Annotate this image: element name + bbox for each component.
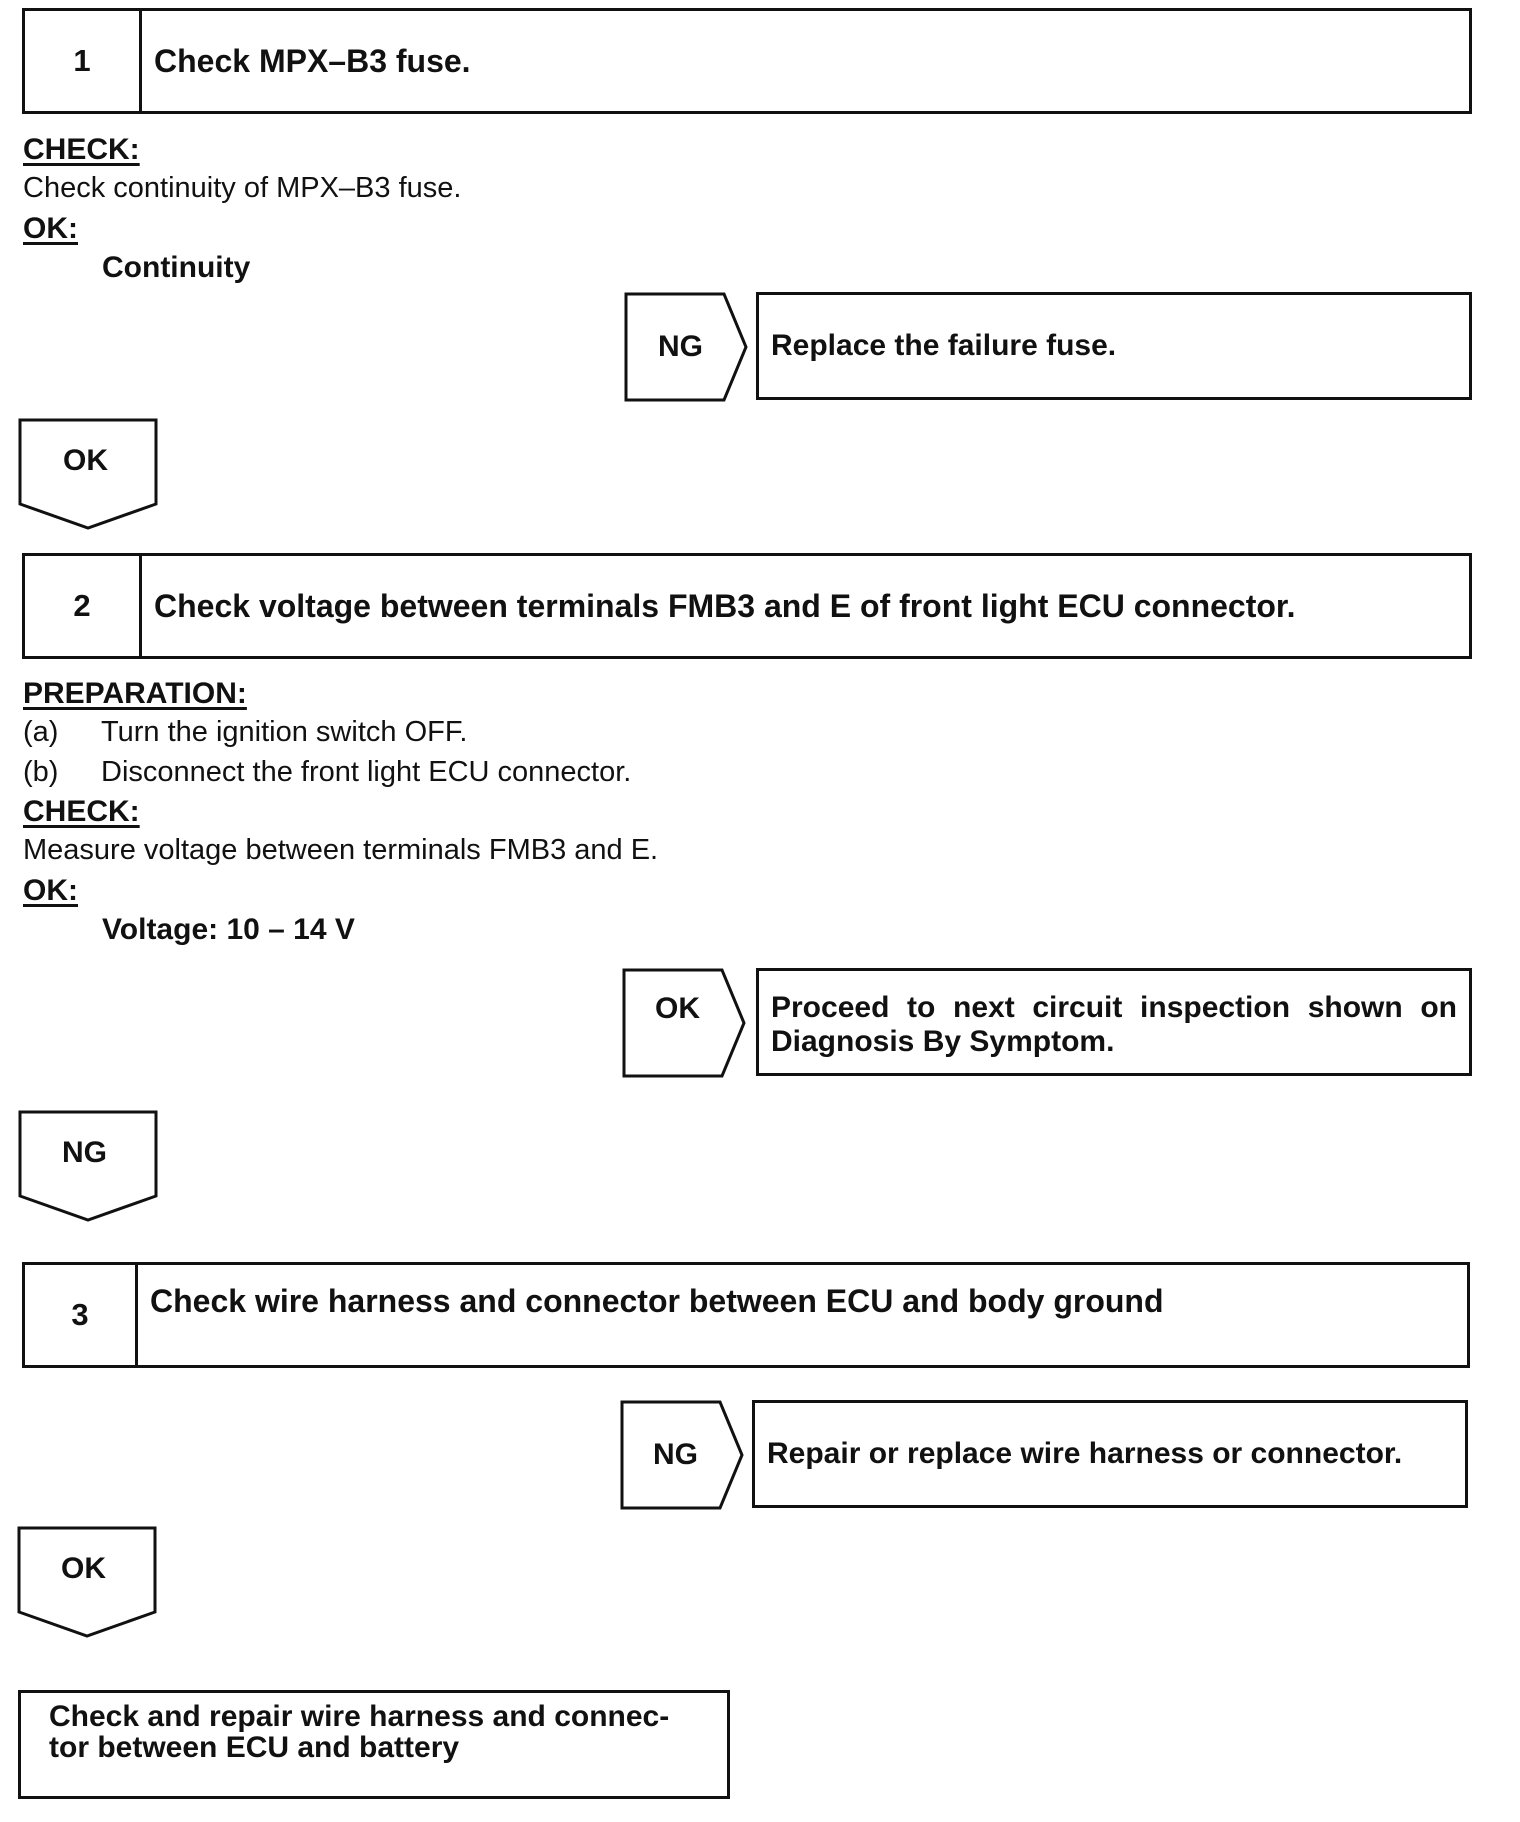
step-2-title: Check voltage between terminals FMB3 and… xyxy=(154,587,1296,624)
step-1-ng-result-box: Replace the failure fuse. xyxy=(756,292,1472,400)
step-2-prep-item-b-text: Disconnect the front light ECU connector… xyxy=(101,756,632,788)
step-3-box: 3 Check wire harness and connector betwe… xyxy=(22,1262,1470,1368)
step-2-prep-item-a-letter: (a) xyxy=(23,716,59,748)
step-1-ng-result-text: Replace the failure fuse. xyxy=(771,329,1117,362)
step-2-ok-tag-label: OK xyxy=(655,992,700,1025)
step-2-ng-down-tag xyxy=(18,1110,158,1222)
step-2-prep-item-b-letter: (b) xyxy=(23,756,59,788)
step-2-ok-result-line2: Diagnosis By Symptom. xyxy=(771,1025,1115,1058)
final-action-line2: tor between ECU and battery xyxy=(49,1731,460,1764)
step-2-ok-arrow-tag xyxy=(622,968,746,1078)
step-2-prep-label: PREPARATION: xyxy=(23,677,247,710)
step-1-title: Check MPX–B3 fuse. xyxy=(154,42,471,79)
step-2-check-label: CHECK: xyxy=(23,795,140,828)
step-1-number: 1 xyxy=(25,11,142,111)
step-1-ok-label: OK: xyxy=(23,212,78,245)
step-2-ok-result-line1: Proceed to next circuit inspection shown… xyxy=(771,991,1457,1024)
step-1-check-label: CHECK: xyxy=(23,133,140,166)
step-1-ok-spec: Continuity xyxy=(102,251,251,284)
step-2-ok-spec: Voltage: 10 – 14 V xyxy=(102,913,355,946)
step-3-ng-arrow-tag xyxy=(620,1400,744,1510)
step-2-number: 2 xyxy=(25,556,142,656)
step-3-ok-down-label: OK xyxy=(61,1552,106,1585)
final-action-line1: Check and repair wire harness and connec… xyxy=(49,1700,670,1733)
step-2-check-text: Measure voltage between terminals FMB3 a… xyxy=(23,834,659,866)
step-2-ng-down-label: NG xyxy=(62,1136,107,1169)
step-2-box: 2 Check voltage between terminals FMB3 a… xyxy=(22,553,1472,659)
step-1-ok-down-tag xyxy=(18,418,158,530)
step-1-box: 1 Check MPX–B3 fuse. xyxy=(22,8,1472,114)
step-1-ng-arrow-tag xyxy=(624,292,748,402)
step-3-ng-result-text: Repair or replace wire harness or connec… xyxy=(767,1437,1403,1470)
step-3-ok-down-tag xyxy=(17,1526,157,1638)
final-action-box: Check and repair wire harness and connec… xyxy=(18,1690,730,1799)
step-1-ng-tag-label: NG xyxy=(658,330,703,363)
step-2-prep-item-b: (b) Disconnect the front light ECU connec… xyxy=(23,756,631,789)
step-3-title: Check wire harness and connector between… xyxy=(150,1283,1164,1319)
step-3-ng-result-box: Repair or replace wire harness or connec… xyxy=(752,1400,1468,1508)
step-2-ok-label: OK: xyxy=(23,874,78,907)
step-2-prep-item-a: (a) Turn the ignition switch OFF. xyxy=(23,716,467,749)
step-2-ok-result-box: Proceed to next circuit inspection shown… xyxy=(756,968,1472,1076)
step-1-check-text: Check continuity of MPX–B3 fuse. xyxy=(23,172,462,204)
step-1-ok-down-label: OK xyxy=(63,444,108,477)
step-2-prep-item-a-text: Turn the ignition switch OFF. xyxy=(101,716,468,748)
step-3-ng-tag-label: NG xyxy=(653,1438,698,1471)
step-3-number: 3 xyxy=(25,1265,138,1365)
